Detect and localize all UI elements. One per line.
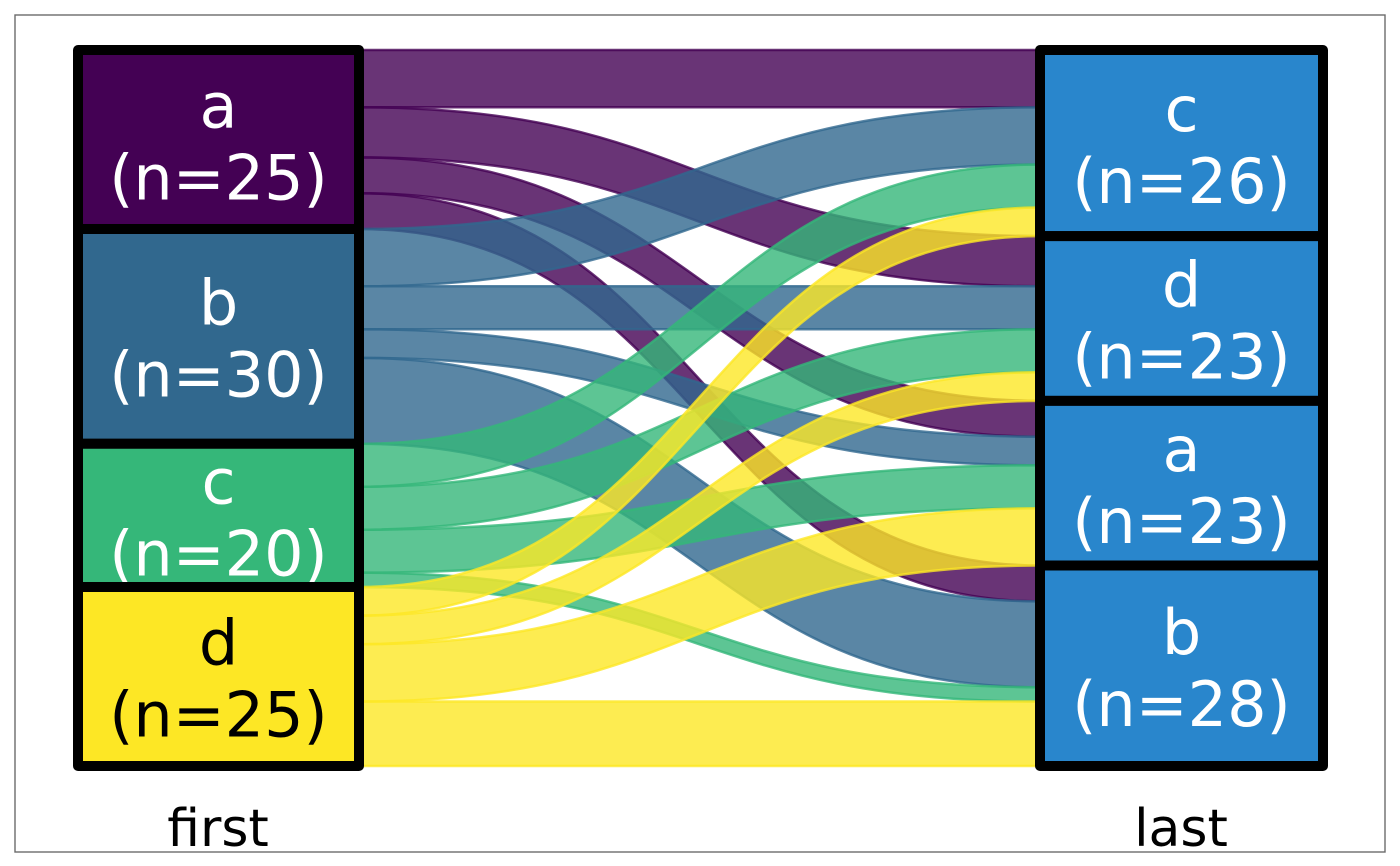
node-last-d xyxy=(1035,231,1328,406)
node-first-d xyxy=(73,582,364,771)
node-count-first-c: (n=20) xyxy=(109,517,328,590)
node-label-last-b: b xyxy=(1162,596,1201,669)
node-label-last-d: d xyxy=(1162,249,1201,322)
node-count-first-d: (n=25) xyxy=(109,679,328,752)
node-label-first-c: c xyxy=(201,445,235,518)
axis-label-first: first xyxy=(167,799,269,859)
flows-layer xyxy=(357,48,1042,768)
node-count-last-d: (n=23) xyxy=(1072,321,1291,394)
axis-label-last: last xyxy=(1134,799,1228,859)
node-label-first-d: d xyxy=(199,607,238,680)
node-count-last-a: (n=23) xyxy=(1072,485,1291,558)
flow-a-to-c xyxy=(357,48,1042,109)
node-label-last-c: c xyxy=(1164,73,1198,146)
node-last-c xyxy=(1035,45,1328,242)
node-count-last-b: (n=28) xyxy=(1072,668,1291,741)
node-last-b xyxy=(1035,560,1328,772)
plot-frame xyxy=(14,14,1386,853)
flow-d-to-b xyxy=(357,700,1042,768)
node-first-b xyxy=(73,224,364,449)
node-label-first-b: b xyxy=(199,266,238,339)
node-first-c xyxy=(73,438,364,592)
node-count-first-a: (n=25) xyxy=(109,142,328,215)
node-label-last-a: a xyxy=(1163,413,1201,486)
node-count-last-c: (n=26) xyxy=(1072,145,1291,218)
nodes-layer: a(n=25)b(n=30)c(n=20)d(n=25)c(n=26)d(n=2… xyxy=(73,45,1328,772)
node-count-first-b: (n=30) xyxy=(109,338,328,411)
node-label-first-a: a xyxy=(200,70,238,143)
